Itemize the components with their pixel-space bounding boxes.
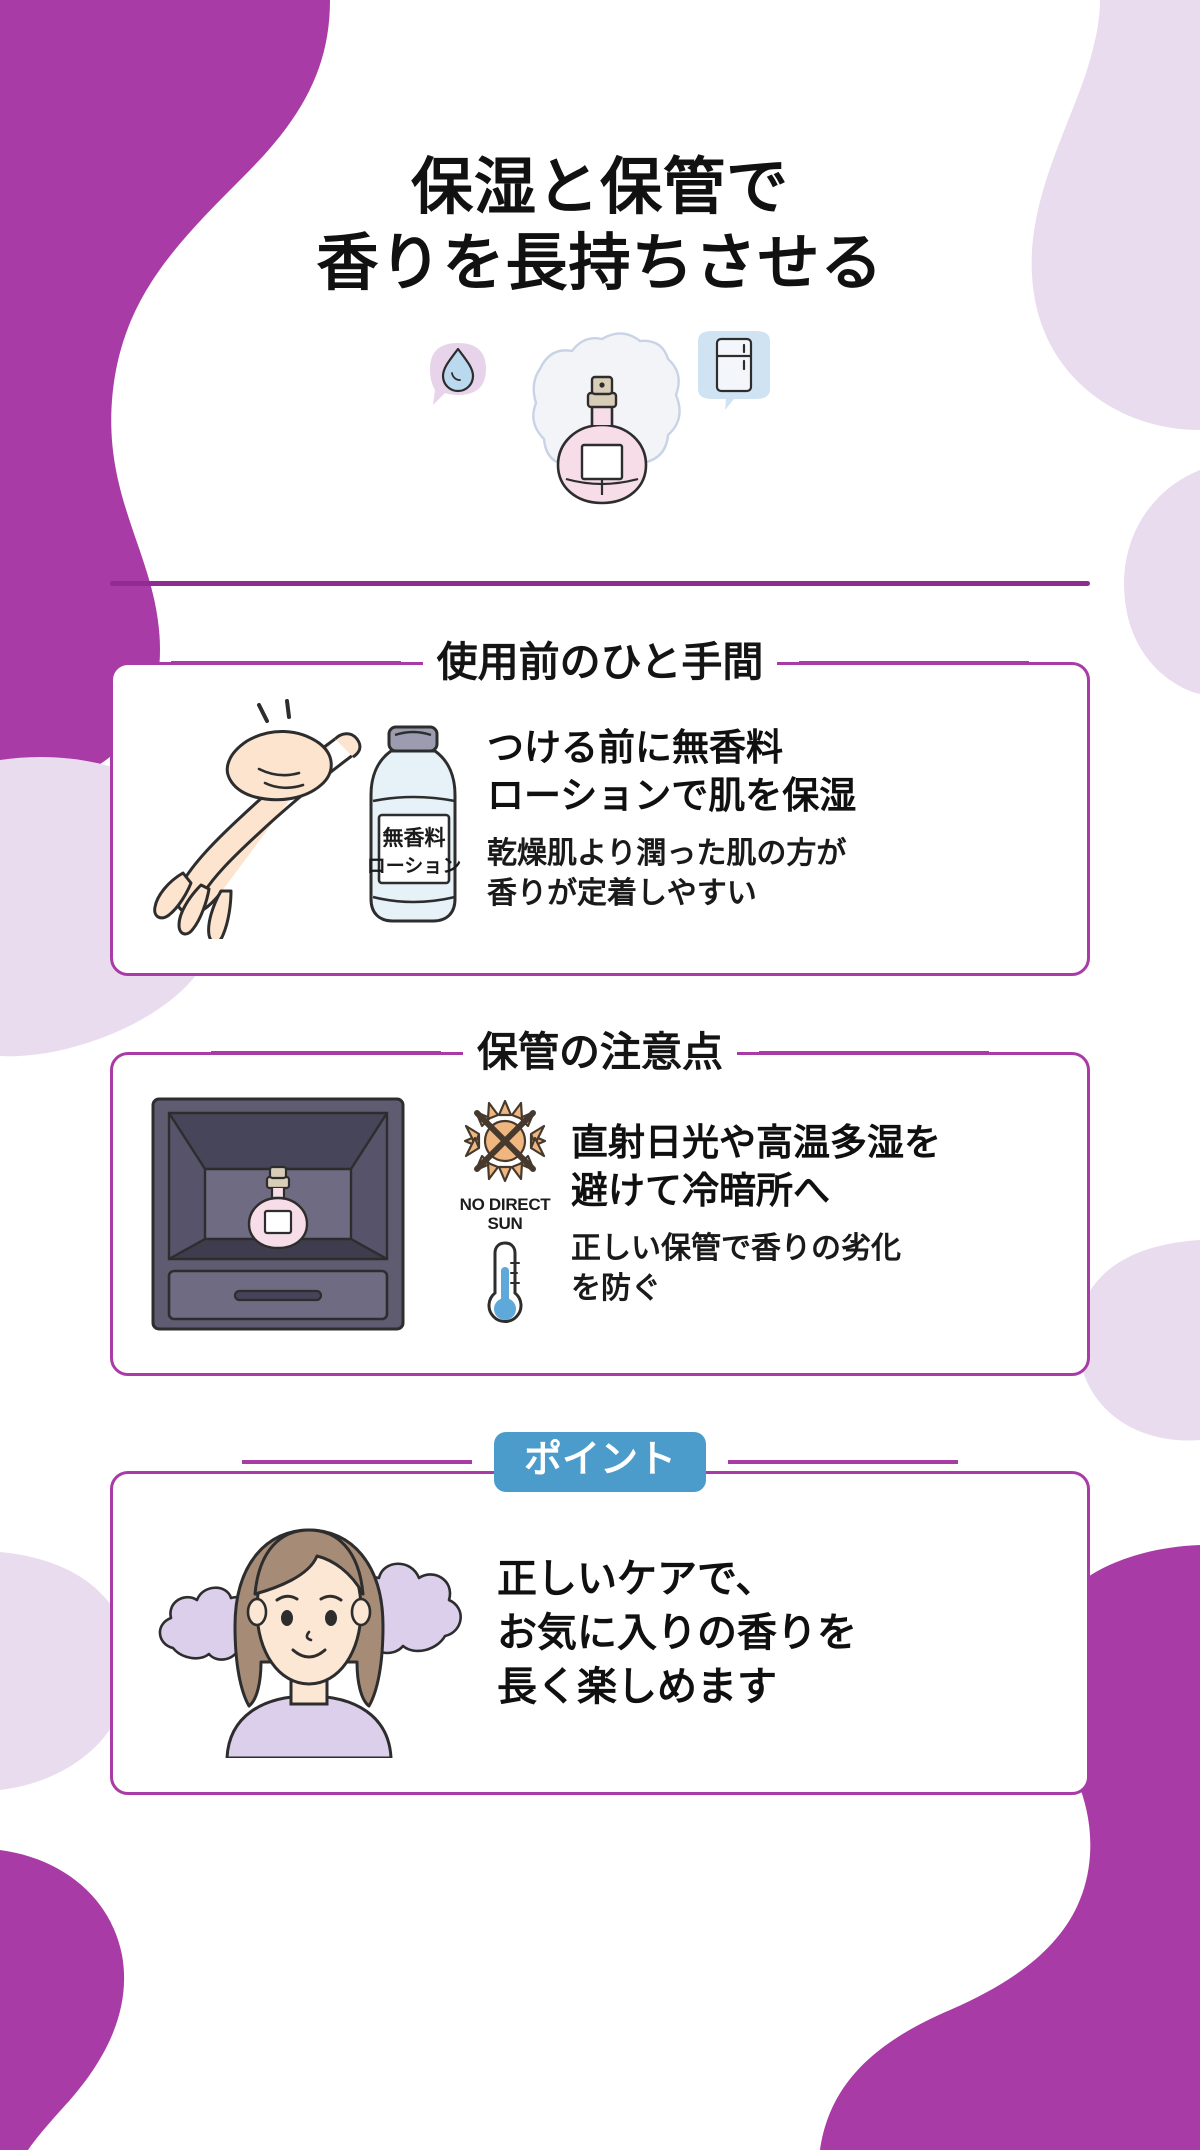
card-storage: NO DIRECT SUN <box>110 1052 1090 1377</box>
perfume-in-drawer-illustration <box>139 1089 439 1339</box>
section-header-point: ポイント <box>110 1432 1090 1493</box>
card-text-storage: 直射日光や高温多湿を 避けて冷暗所へ 正しい保管で香りの劣化 を防ぐ <box>571 1119 1053 1310</box>
header-divider <box>110 581 1090 587</box>
card-lead-pre-use: つける前に無香料 ローションで肌を保湿 <box>487 726 857 817</box>
section-header-storage: 保管の注意点 <box>110 1032 1090 1074</box>
section-title-pre-use: 使用前のひと手間 <box>422 642 778 684</box>
lotion-label-line-2: ローション <box>367 856 462 877</box>
status-badge-point: ポイント <box>493 1432 706 1493</box>
card-lead-point: 正しいケアで、 お気に入りの香りを 長く楽しめます <box>497 1556 857 1710</box>
header-rule-left <box>241 1460 472 1465</box>
section-point: ポイント <box>110 1432 1090 1796</box>
thermometer-icon <box>487 1241 523 1324</box>
no-direct-sun-icon <box>463 1100 547 1183</box>
header-rule-left <box>170 660 401 665</box>
hero-illustration <box>110 329 1090 559</box>
header-rule-right <box>759 1050 989 1055</box>
header-rule-right <box>799 660 1030 665</box>
stored-perfume-bottle-icon <box>247 1166 309 1250</box>
section-pre-use: 使用前のひと手間 <box>110 642 1090 977</box>
smiling-woman-with-fragrance-illustration <box>139 1508 479 1759</box>
no-direct-sun-block: NO DIRECT SUN <box>457 1095 553 1333</box>
lotion-label-line-1: 無香料 <box>383 826 446 850</box>
card-sub-storage: 正しい保管で香りの劣化 を防ぐ <box>571 1232 901 1306</box>
card-lead-storage: 直射日光や高温多湿を 避けて冷暗所へ <box>571 1121 941 1212</box>
card-pre-use: 無香料 ローション つける前に無香料 ローションで肌を保湿 乾燥肌より潤った肌の… <box>110 662 1090 977</box>
water-drop-bubble-icon <box>430 343 486 406</box>
content-column: 保湿と保管で 香りを長持ちさせる <box>110 0 1090 1796</box>
refrigerator-bubble-icon <box>698 331 770 411</box>
no-direct-sun-caption: NO DIRECT SUN <box>459 1195 551 1234</box>
title-line-1: 保湿と保管で <box>410 153 789 222</box>
section-title-storage: 保管の注意点 <box>463 1032 737 1074</box>
section-header-pre-use: 使用前のひと手間 <box>110 642 1090 684</box>
header-rule-left <box>211 1050 441 1055</box>
page-title: 保湿と保管で 香りを長持ちさせる <box>110 0 1090 301</box>
section-storage: 保管の注意点 <box>110 1032 1090 1377</box>
title-line-2: 香りを長持ちさせる <box>316 228 884 298</box>
perfume-bottle-illustration <box>532 332 681 505</box>
header-rule-right <box>728 1460 958 1465</box>
lotion-bottle-icon: 無香料 ローション <box>367 725 462 923</box>
card-text-pre-use: つける前に無香料 ローションで肌を保湿 乾燥肌より潤った肌の方が 香りが定着しや… <box>487 724 1053 915</box>
card-sub-pre-use: 乾燥肌より潤った肌の方が 香りが定着しやすい <box>487 837 847 911</box>
card-point: 正しいケアで、 お気に入りの香りを 長く楽しめます <box>110 1471 1090 1796</box>
hand-applying-lotion-illustration: 無香料 ローション <box>139 699 469 940</box>
card-text-point: 正しいケアで、 お気に入りの香りを 長く楽しめます <box>497 1552 1053 1715</box>
